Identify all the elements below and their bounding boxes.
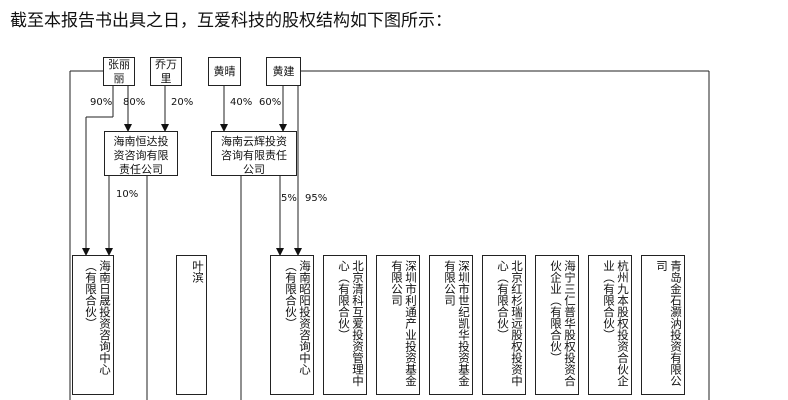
person-huang-qing: 黄晴	[208, 57, 241, 86]
pct-yunhui-to-zhaoyang: 5%	[281, 193, 297, 204]
shareholder-qingke: 北京清科互爱投资管理中心（有限合伙）	[323, 255, 367, 395]
shareholder-ye-bin: 叶滨	[176, 255, 207, 395]
shareholder-jinshi: 青岛金石灏汭投资有限公司	[641, 255, 685, 395]
shareholder-rijing: 海南日晟投资咨询中心（有限合伙）	[72, 255, 114, 395]
pct-huangjian-to-zhaoyang: 95%	[305, 193, 328, 204]
person-qiao-wanli: 乔万里	[150, 57, 182, 86]
pct-huangqing-to-yunhui: 40%	[230, 97, 253, 108]
pct-zhang-to-rijing: 90%	[90, 97, 113, 108]
shareholder-hongshan: 北京红杉瑞远股权投资中心（有限合伙）	[482, 255, 526, 395]
shareholder-zhaoyang: 海南昭阳投资咨询中心（有限合伙）	[270, 255, 314, 395]
person-huang-jian: 黄建	[266, 57, 301, 86]
intro-text: 截至本报告书出具之日，互爱科技的股权结构如下图所示：	[10, 11, 452, 31]
shareholder-jiuben: 杭州九本股权投资合伙企业（有限合伙）	[588, 255, 632, 395]
shareholder-litong: 深圳市利通产业投资基金有限公司	[376, 255, 420, 395]
pct-zhang-to-hengda: 80%	[123, 97, 146, 108]
pct-huangjian-to-yunhui: 60%	[259, 97, 282, 108]
shareholder-sanren-puhua: 海宁三仁普华股权投资合伙企业（有限合伙）	[535, 255, 579, 395]
person-zhang-lili: 张丽丽	[103, 57, 135, 86]
shareholder-shiji-kaihua: 深圳市世纪凯华投资基金有限公司	[429, 255, 473, 395]
company-yunhui: 海南云辉投资咨询有限责任公司	[211, 131, 297, 176]
pct-qiao-to-hengda: 20%	[171, 97, 194, 108]
pct-hengda-to-rijing: 10%	[116, 189, 139, 200]
company-hengda: 海南恒达投资咨询有限责任公司	[104, 131, 178, 176]
